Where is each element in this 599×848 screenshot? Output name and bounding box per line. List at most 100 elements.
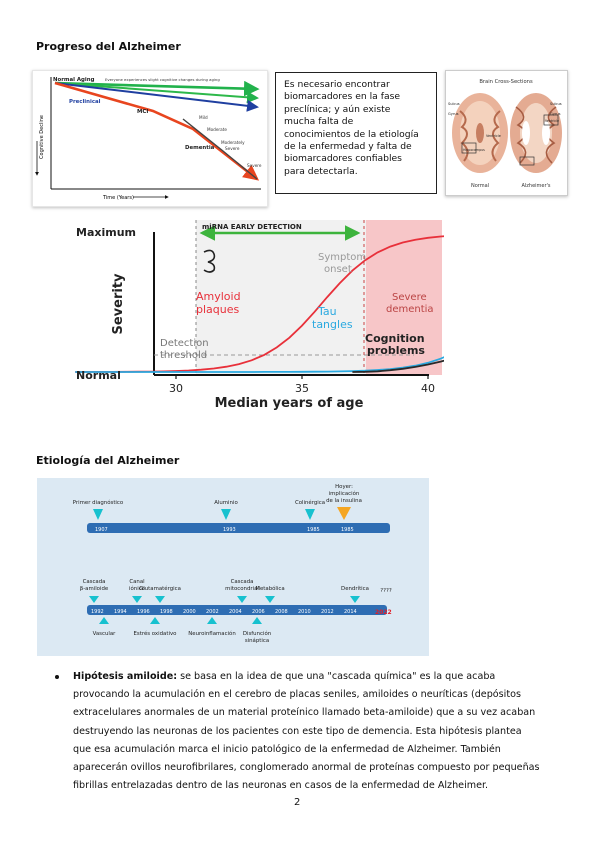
bullet-line: extracelulares anormales de un material … xyxy=(73,707,536,719)
bullet-term: Hipótesis amiloide: xyxy=(73,671,178,682)
bullet-line: fibrillas entrelazadas dentro de las neu… xyxy=(73,780,489,792)
timeline-year: 1993 xyxy=(223,527,236,533)
timeline-upper-marker-icon xyxy=(132,596,142,603)
x-tick-labels: 3035404550 xyxy=(169,375,561,395)
timeline-upper-marker-icon xyxy=(265,596,275,603)
timeline-top-label: Hoyer: xyxy=(335,484,353,490)
timeline-bottom-year: 2006 xyxy=(252,609,265,615)
bullet-line: aparecerán ovillos neurofibrilares, cong… xyxy=(73,762,540,774)
timeline-top-label: Primer diagnóstico xyxy=(73,499,123,506)
stage-moderately: Moderately xyxy=(221,140,245,145)
brain-title: Brain Cross-Sections xyxy=(479,79,533,85)
mirna-hairpin-icon xyxy=(203,249,216,273)
tau-label: Tau xyxy=(317,305,337,318)
timeline-top-label: Aluminio xyxy=(214,500,238,506)
dementia-line xyxy=(54,81,260,181)
section-heading-etiologia: Etiología del Alzheimer xyxy=(36,454,180,467)
timeline-marker-icon xyxy=(337,507,351,520)
timeline-marker-icon xyxy=(93,509,103,520)
timeline-year: 1907 xyxy=(95,527,108,533)
timeline-top-label: Colinérgica xyxy=(295,499,325,506)
callout-line: conocimientos de la etiología xyxy=(284,128,419,140)
x-tick-40: 40 xyxy=(421,382,435,395)
normal-brain-image xyxy=(452,93,508,173)
timeline-lower-label: Neuroinflamación xyxy=(188,630,236,637)
timeline-bottom-year: 2010 xyxy=(298,609,311,615)
normal-aging-line-2 xyxy=(54,82,259,104)
cognition-label: Cognition xyxy=(365,332,425,345)
timeline-year: 1985 xyxy=(341,527,354,533)
timeline-end-year: 2022 xyxy=(375,609,392,616)
timeline-lower-marker-icon xyxy=(207,617,217,624)
callout-line: preclínica; y aún existe xyxy=(284,103,391,115)
bullet-marker xyxy=(55,675,59,679)
cognitive-decline-figure: Cognitive Decline Time (Years) Normal Ag… xyxy=(32,70,268,207)
timeline-bottom-year: 2012 xyxy=(321,609,334,615)
mci-label: MCI xyxy=(137,109,148,115)
x-tick-35: 35 xyxy=(295,382,309,395)
severe-dementia-label: Severe xyxy=(392,292,427,303)
timeline-marker-icon xyxy=(305,509,315,520)
timeline-upper-label: Canal xyxy=(129,579,144,585)
timeline-upper-label: Dendrítica xyxy=(341,585,369,592)
brain-label-gyrus-left: Gyrus xyxy=(448,112,459,116)
cognition-label-2: problems xyxy=(367,344,425,357)
stage-moderately-severe: Severe xyxy=(225,146,240,151)
timeline-bottom-year: 1992 xyxy=(91,609,104,615)
timeline-bottom-year: 1996 xyxy=(137,609,150,615)
brain-label-ventricle: Ventricle xyxy=(486,134,501,138)
decline-x-axis-label: Time (Years) xyxy=(102,195,134,201)
tau-label-2: tangles xyxy=(312,318,353,331)
timeline-bottom-year: 2004 xyxy=(229,609,242,615)
normal-aging-line xyxy=(54,80,260,97)
callout-line: mucha falta de xyxy=(284,116,354,128)
brain-label-gyrus-right: Gyrus xyxy=(550,112,561,116)
severe-dementia-label-2: dementia xyxy=(386,304,434,315)
x-tick-30: 30 xyxy=(169,382,183,395)
timeline-bottom-year: 1998 xyxy=(160,609,173,615)
bullet-line: destruyendo las neuronas de los paciente… xyxy=(73,725,522,737)
etiology-timeline: 1907 Primer diagnóstico 1993 Aluminio 1985 Co… xyxy=(37,478,429,656)
brain-cross-sections-figure: Brain Cross-Sections Sulcus Gyrus Sulcus… xyxy=(445,70,568,196)
timeline-lower-marker-icon xyxy=(150,617,160,624)
timeline-bottom-year: 2014 xyxy=(344,609,357,615)
brain-label-sulcus-right: Sulcus xyxy=(550,102,562,106)
timeline-top-label: de la insulina xyxy=(326,498,362,504)
x-axis-label: Median years of age xyxy=(215,396,364,411)
biomarker-callout: Es necesario encontrar biomarcadores en … xyxy=(275,72,437,194)
symptom-onset-label: Symptom xyxy=(318,252,366,263)
timeline-upper-label: Cascada xyxy=(231,579,254,585)
timeline-upper-label: ???? xyxy=(380,588,392,594)
timeline-bar-bottom xyxy=(87,605,387,615)
section-heading-progreso: Progreso del Alzheimer xyxy=(36,40,181,53)
timeline-upper-marker-icon xyxy=(89,596,99,603)
y-min-label: Normal xyxy=(76,369,121,382)
amyloid-label: Amyloid xyxy=(196,290,241,303)
decline-y-axis-label: Cognitive Decline xyxy=(39,115,45,159)
preclinical-line xyxy=(54,82,259,112)
dementia-label: Dementia xyxy=(185,145,215,151)
timeline-lower-marker-icon xyxy=(252,617,262,624)
timeline-bottom-year: 2002 xyxy=(206,609,219,615)
timeline-upper-marker-icon xyxy=(350,596,360,603)
timeline-marker-icon xyxy=(221,509,231,520)
callout-line: para detectarla. xyxy=(284,165,358,177)
timeline-upper-label: iónico xyxy=(129,585,145,592)
callout-line: Es necesario encontrar xyxy=(284,79,390,90)
brain-label-ventricle-ad: Ventricle xyxy=(545,119,559,123)
timeline-year: 1985 xyxy=(307,527,320,533)
timeline-upper-marker-icon xyxy=(155,596,165,603)
bullet-line: que esa acumulación marca el inicio pato… xyxy=(73,743,501,755)
stage-severe: Severe xyxy=(247,163,262,168)
callout-line: biomarcadores en la fase xyxy=(284,91,401,103)
timeline-bottom-year: 2008 xyxy=(275,609,288,615)
timeline-lower-marker-icon xyxy=(99,617,109,624)
timeline-upper-label: mitocondrial xyxy=(225,586,259,592)
timeline-lower-label: sináptica xyxy=(245,637,269,644)
timeline-lower-label: Estrés oxidativo xyxy=(134,630,177,637)
brain-caption-normal: Normal xyxy=(471,183,489,189)
brain-caption-alzheimers: Alzheimer's xyxy=(521,183,550,189)
mirna-label: miRNA EARLY DETECTION xyxy=(202,223,302,231)
callout-line: de la enfermedad y falta de xyxy=(284,141,412,153)
preclinical-label: Preclinical xyxy=(69,99,101,105)
